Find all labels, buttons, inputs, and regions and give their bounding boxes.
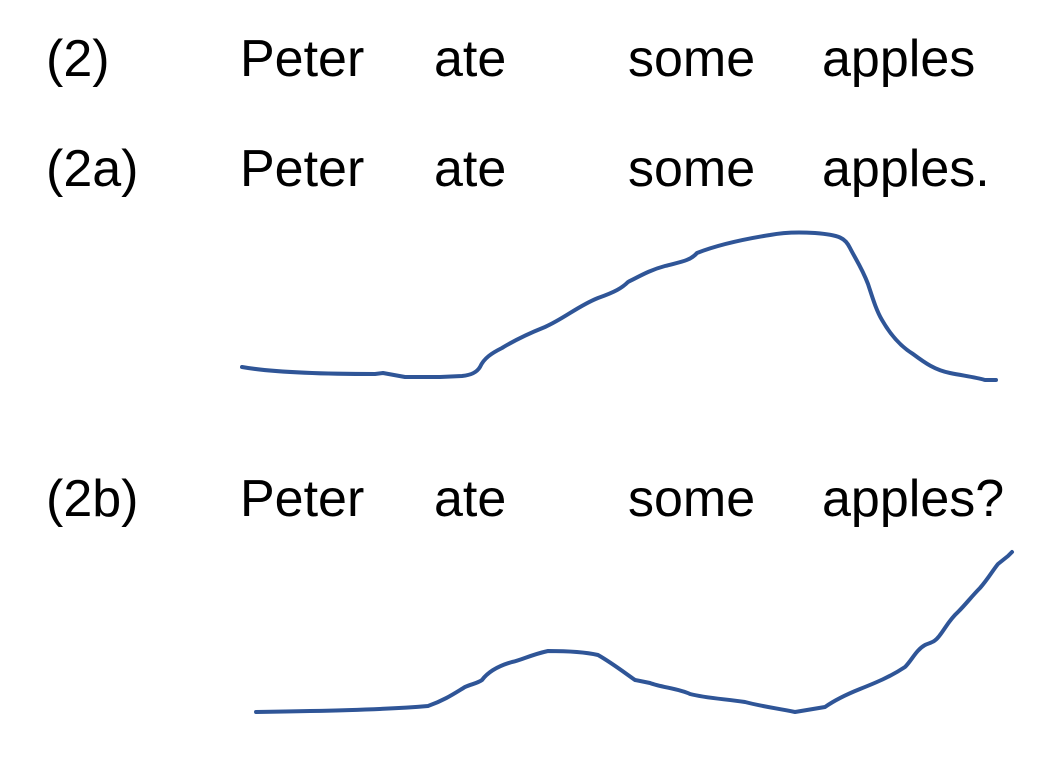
- word-peter: Peter: [240, 30, 365, 88]
- word-ate: ate: [434, 470, 507, 528]
- word-some: some: [628, 140, 756, 198]
- word-apples: apples: [822, 30, 976, 88]
- example-label: (2): [46, 30, 110, 88]
- word-ate: ate: [434, 140, 507, 198]
- question-intonation-contour: [254, 550, 1014, 714]
- word-peter: Peter: [240, 140, 365, 198]
- example-2a: (2a) Peter ate some apples.: [0, 134, 1049, 204]
- word-peter: Peter: [240, 470, 365, 528]
- example-2: (2) Peter ate some apples: [0, 24, 1049, 94]
- word-ate: ate: [434, 30, 507, 88]
- word-apples: apples.: [822, 140, 990, 198]
- example-2b: (2b) Peter ate some apples?: [0, 464, 1049, 534]
- word-some: some: [628, 470, 756, 528]
- example-label: (2a): [46, 140, 139, 198]
- statement-intonation-contour: [240, 230, 998, 382]
- word-apples: apples?: [822, 470, 1005, 528]
- example-label: (2b): [46, 470, 139, 528]
- word-some: some: [628, 30, 756, 88]
